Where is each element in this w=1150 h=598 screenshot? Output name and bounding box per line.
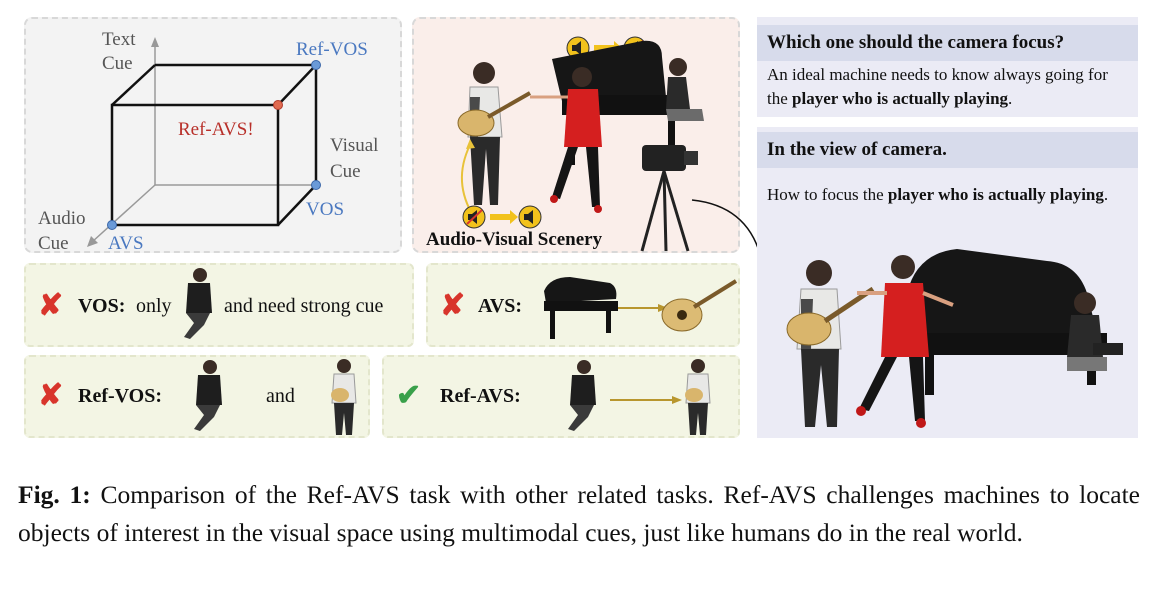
cube-edge <box>277 184 317 226</box>
vos-comparison-panel: ✘ VOS: only and need strong cue <box>24 263 414 347</box>
ref-vos-row-label: Ref-VOS: <box>78 385 163 407</box>
vos-point <box>311 180 321 190</box>
scene-illustration: Audio-Visual Scenery <box>426 36 704 252</box>
figure-caption: Fig. 1: Comparison of the Ref-AVS task w… <box>18 476 1140 552</box>
view-text: How to focus the <box>767 185 888 204</box>
ref-avs-label: Ref-AVS! <box>178 119 254 140</box>
question-header: Which one should the camera focus? <box>757 25 1138 61</box>
ref-vos-point <box>311 60 321 70</box>
standing-guitarist-figure <box>685 359 711 435</box>
ideal-machine-text: An ideal machine needs to know always go… <box>767 63 1127 111</box>
view-bold: player who is actually playing <box>887 185 1104 204</box>
vos-strong-cue-text: and need strong cue <box>224 295 384 317</box>
visual-cue-label-1: Visual <box>330 135 378 156</box>
audio-axis-arrow <box>87 236 98 247</box>
pianist-figure <box>666 58 704 121</box>
ref-vos-comparison-panel: ✘ Ref-VOS: and <box>24 355 370 438</box>
avs-point <box>107 220 117 230</box>
guitarist-figure <box>457 62 531 205</box>
avs-label: AVS <box>108 233 144 253</box>
ref-avs-point <box>273 100 283 110</box>
cube-edge <box>111 64 156 106</box>
ref-vos-label: Ref-VOS <box>296 39 368 60</box>
large-guitarist-figure <box>786 260 875 427</box>
cross-icon: ✘ <box>38 379 64 412</box>
vos-only-text: only <box>136 295 172 317</box>
video-camera-icon <box>640 145 698 252</box>
vos-row-label: VOS: <box>78 295 126 317</box>
answer-bold: player who is actually playing <box>792 89 1009 108</box>
speaker-mute-icon-bottom <box>462 205 486 229</box>
large-piano-silhouette <box>907 249 1107 395</box>
text-cue-label-2: Cue <box>102 53 133 74</box>
ref-avs-comparison-panel: ✔ Ref-AVS: <box>382 355 740 438</box>
dancer-figure <box>530 67 602 213</box>
ref-vos-and-text: and <box>266 385 295 407</box>
answer-text: An ideal machine needs to know always go… <box>767 65 1108 108</box>
cube-edge <box>277 64 317 106</box>
cube-panel: Text Cue Ref-VOS Ref-AVS! Visual Cue VOS… <box>24 17 402 253</box>
avs-row-label: AVS: <box>478 295 523 317</box>
camera-view-header: In the view of camera. <box>757 132 1138 168</box>
check-icon: ✔ <box>396 379 422 412</box>
speaker-on-icon-bottom <box>518 205 542 229</box>
camera-view-text: How to focus the player who is actually … <box>767 183 1127 207</box>
large-dancer-figure <box>856 255 954 428</box>
piano-icon <box>544 277 618 339</box>
audio-cue-label-1: Audio <box>38 208 86 229</box>
answer-period: . <box>1008 89 1013 108</box>
gold-arrow-icon <box>610 396 682 404</box>
standing-guitarist-figure <box>331 359 357 435</box>
curved-arrow-head <box>466 139 475 149</box>
audio-cue-axis <box>91 184 156 243</box>
text-cue-label-1: Text <box>102 29 136 50</box>
caption-label: Fig. 1: <box>18 480 91 509</box>
large-pianist-figure <box>1067 292 1123 371</box>
camera-focus-panel: Which one should the camera focus? An id… <box>757 17 1138 438</box>
text-axis-arrow <box>151 37 159 47</box>
audio-cue-label-2: Cue <box>38 233 69 253</box>
cross-icon: ✘ <box>440 289 466 322</box>
visual-cue-label-2: Cue <box>330 161 361 182</box>
guitar-icon <box>661 279 738 332</box>
audio-visual-scene-panel: Audio-Visual Scenery <box>412 17 740 253</box>
camera-view-illustration <box>786 249 1123 428</box>
gold-arrow-icon <box>618 304 668 312</box>
section-gap <box>757 117 1138 127</box>
cue-cube-diagram: Text Cue Ref-VOS Ref-AVS! Visual Cue VOS… <box>38 29 378 253</box>
cube-front-face <box>110 103 280 227</box>
scene-label: Audio-Visual Scenery <box>426 229 603 250</box>
ref-avs-row-label: Ref-AVS: <box>440 385 521 407</box>
sitting-pianist-figure <box>568 360 596 431</box>
vos-label: VOS <box>306 199 344 220</box>
sitting-pianist-figure <box>184 268 212 339</box>
view-period: . <box>1103 185 1109 204</box>
caption-text: Comparison of the Ref-AVS task with othe… <box>18 480 1141 547</box>
avs-comparison-panel: ✘ AVS: <box>426 263 740 347</box>
arrow-icon-bottom <box>490 210 518 224</box>
sitting-pianist-figure <box>194 360 222 431</box>
cross-icon: ✘ <box>38 289 64 322</box>
